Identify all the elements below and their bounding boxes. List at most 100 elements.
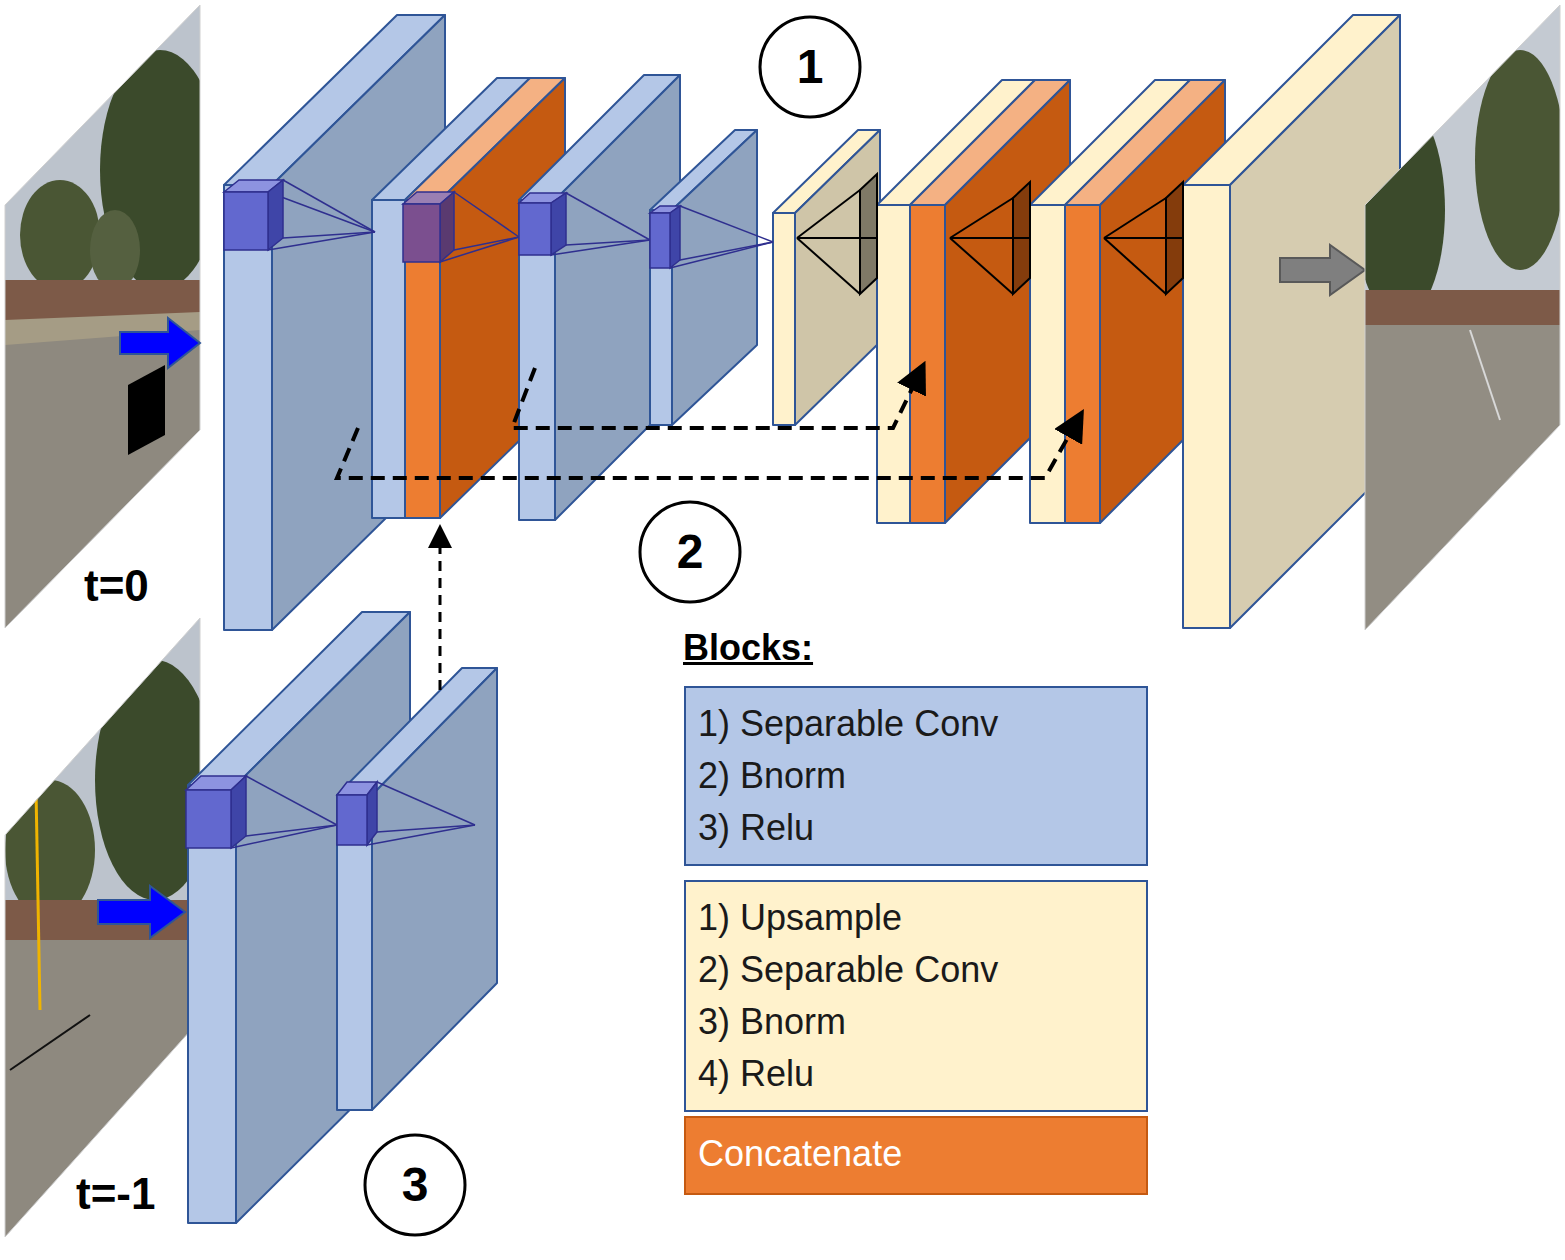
input-arrow xyxy=(120,318,200,368)
output-image xyxy=(1355,5,1565,630)
concat-face xyxy=(945,80,1070,523)
legend-text: 3) Relu xyxy=(698,802,1134,854)
callout-number: 3 xyxy=(402,1157,429,1213)
image-road xyxy=(5,940,200,1240)
image-tree xyxy=(90,210,140,290)
layer-front xyxy=(372,200,405,518)
skip-connection xyxy=(512,368,922,428)
kernel-cube xyxy=(403,204,440,262)
output-arrow xyxy=(1280,245,1365,295)
layer-front xyxy=(224,185,272,630)
upsample-front xyxy=(1183,185,1230,628)
kernel-cube xyxy=(337,795,367,845)
layer-front xyxy=(188,785,236,1223)
upsample-ray xyxy=(950,198,1013,238)
legend-text: Concatenate xyxy=(698,1128,1134,1180)
kernel-ray xyxy=(680,206,773,242)
kernel-ray xyxy=(367,825,475,845)
kernel-cube xyxy=(519,203,551,255)
legend-text: 1) Separable Conv xyxy=(698,698,1134,750)
legend-box: Concatenate xyxy=(684,1116,1148,1195)
callout-number: 1 xyxy=(797,39,824,95)
upsample-ray xyxy=(1104,238,1166,294)
text-holder: 1 xyxy=(797,39,824,95)
layer-front xyxy=(519,200,555,520)
kernel-ray xyxy=(566,193,650,240)
upsample-front xyxy=(773,213,795,425)
upsample-ray xyxy=(950,237,1030,239)
text-holder: 2 xyxy=(677,524,704,580)
time-label: t=0 xyxy=(84,562,149,610)
legend-heading: Blocks: xyxy=(683,628,813,668)
kernel-ray xyxy=(680,242,773,260)
kernel-cube xyxy=(268,180,283,250)
kernel-ray xyxy=(670,242,773,268)
kernel-ray xyxy=(283,180,375,232)
image-tree xyxy=(20,180,100,290)
text-holder: 1) Upsample2) Separable Conv3) Bnorm4) R… xyxy=(698,892,1134,1100)
input-arrow xyxy=(98,886,185,938)
layer-face xyxy=(555,75,680,520)
image-frame xyxy=(1365,5,1560,630)
callout-number: 2 xyxy=(677,524,704,580)
legend-text: 4) Relu xyxy=(698,1048,1134,1100)
kernel-ray xyxy=(377,825,475,832)
layer-front xyxy=(650,210,672,425)
kernel-ray xyxy=(246,776,337,825)
kernel-cube xyxy=(440,192,454,262)
concat-front xyxy=(1065,205,1100,523)
legend-text: 1) Upsample xyxy=(698,892,1134,944)
text-holder: 3 xyxy=(402,1157,429,1213)
kernel-cube xyxy=(650,213,670,268)
callout-circle: 2 xyxy=(638,500,742,604)
upsample-face xyxy=(795,130,880,425)
callout-circle: 1 xyxy=(758,15,862,119)
occlusion-square xyxy=(128,365,165,455)
kernel-cube xyxy=(670,206,680,268)
legend-text: 2) Separable Conv xyxy=(698,944,1134,996)
image-frame xyxy=(5,618,200,1237)
text-holder: 1) Separable Conv2) Bnorm3) Relu xyxy=(698,698,1134,854)
input-image xyxy=(5,5,220,630)
callout-circle: 3 xyxy=(363,1133,467,1237)
image-road xyxy=(1365,325,1560,630)
kernel-cube xyxy=(224,192,268,250)
upsample-ray xyxy=(797,237,877,239)
text-holder: Concatenate xyxy=(698,1128,1134,1180)
upsample-ray xyxy=(1104,198,1166,238)
upsample-ray xyxy=(797,190,860,238)
kernel-cube xyxy=(551,193,566,255)
kernel-cube xyxy=(231,776,246,848)
legend-box: 1) Upsample2) Separable Conv3) Bnorm4) R… xyxy=(684,880,1148,1112)
black-line xyxy=(10,1015,90,1070)
upsample-ray xyxy=(797,238,860,294)
upsample-front xyxy=(1030,205,1065,523)
kernel-ray xyxy=(377,782,475,825)
upsample-front xyxy=(877,205,910,523)
circle-shape xyxy=(365,1135,465,1235)
kernel-ray xyxy=(268,192,375,232)
image-tree xyxy=(1355,100,1445,320)
layer-face xyxy=(672,130,757,425)
layer-front xyxy=(337,795,372,1110)
legend-box: 1) Separable Conv2) Bnorm3) Relu xyxy=(684,686,1148,866)
time-label: t=-1 xyxy=(76,1170,155,1218)
image-houses xyxy=(1365,290,1560,330)
skip-connection xyxy=(337,416,1080,478)
kernel-cube xyxy=(186,790,231,848)
upsample-ray xyxy=(950,238,1013,294)
image-tree xyxy=(1475,50,1565,270)
kernel-ray xyxy=(231,825,337,848)
legend-text: 3) Bnorm xyxy=(698,996,1134,1048)
image-tree xyxy=(5,780,95,920)
image-frame xyxy=(5,5,200,628)
upsample-ray xyxy=(1104,237,1183,239)
road-marking xyxy=(1470,330,1500,420)
kernel-ray xyxy=(454,192,519,237)
legend-text: 2) Bnorm xyxy=(698,750,1134,802)
kernel-ray xyxy=(268,232,375,250)
layer-face xyxy=(272,15,445,630)
kernel-cube xyxy=(367,782,377,845)
concat-front xyxy=(910,205,945,523)
